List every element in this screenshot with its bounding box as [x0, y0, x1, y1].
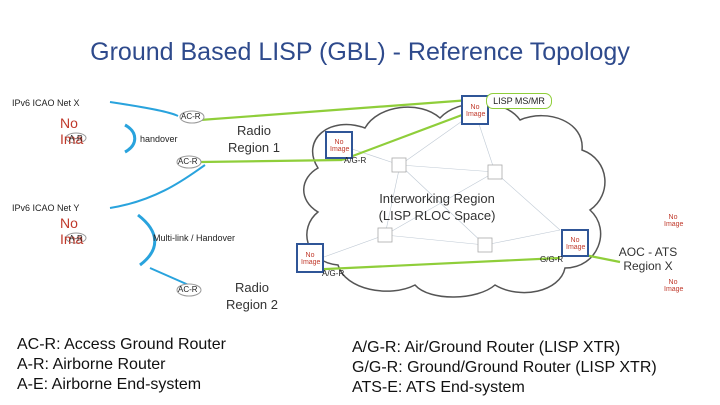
interior-nodes [377, 157, 503, 253]
placeholder-aoc-bottom: No Image [664, 279, 684, 293]
placeholder-agr-bottom: No Image [301, 252, 321, 266]
aoc-ats-region: AOC - ATS Region X [618, 245, 678, 273]
a-r-top-label: A-R [69, 134, 83, 143]
ipv6-net-y-label: IPv6 ICAO Net Y [12, 203, 80, 213]
ag-r-top-label: A/G-R [344, 156, 367, 165]
network-arrows [109, 101, 206, 291]
ipv6-net-x-label: IPv6 ICAO Net X [12, 98, 80, 108]
legend-right-item: G/G-R: Ground/Ground Router (LISP XTR) [352, 359, 657, 376]
gg-r-label: G/G-R [540, 255, 564, 264]
ac-r-top-label: AC-R [181, 112, 201, 121]
handover-arcs [124, 123, 157, 267]
ag-r-bottom-label: A/G-R [322, 269, 345, 278]
green-links [199, 98, 621, 272]
interworking-cloud [303, 102, 606, 298]
legend-left-item: A-E: Airborne End-system [17, 376, 202, 393]
legend-right-item: A/G-R: Air/Ground Router (LISP XTR) [352, 339, 621, 356]
ac-r-bottom-label: AC-R [178, 285, 198, 294]
placeholder-agr-top: No Image [330, 139, 350, 153]
handover-label: handover [140, 134, 178, 144]
interworking-region: Interworking Region (LISP RLOC Space) [378, 191, 496, 223]
multilink-handover-label: Multi-link / Handover [153, 233, 236, 243]
legend-left-item: A-R: Airborne Router [17, 356, 166, 373]
placeholder-no-bottom: No [60, 215, 78, 231]
router-icons [65, 110, 205, 297]
placeholder-msmr: No Image [466, 104, 486, 118]
placeholder-ggr: No Image [566, 237, 586, 251]
legend-right-item: ATS-E: ATS End-system [352, 379, 525, 396]
ac-r-mid-label: AC-R [178, 157, 198, 166]
blue-routers [296, 95, 589, 273]
radio-region-1: Radio Region 1 [227, 123, 281, 155]
lisp-ms-mr-node: LISP MS/MR [486, 93, 552, 109]
legend-right: A/G-R: Air/Ground Router (LISP XTR) G/G-… [352, 338, 657, 398]
placeholder-image-bottom: Ima [60, 231, 84, 247]
a-r-bottom-label: A-R [69, 234, 83, 243]
placeholder-aoc-top: No Image [664, 214, 684, 228]
placeholder-no-top: No [60, 115, 78, 131]
legend-left-item: AC-R: Access Ground Router [17, 336, 226, 353]
placeholder-image-top: Ima [60, 131, 84, 147]
page-title: Ground Based LISP (GBL) - Reference Topo… [90, 38, 630, 66]
legend-left: AC-R: Access Ground Router A-R: Airborne… [17, 335, 226, 395]
radio-region-2: Radio Region 2 [225, 280, 279, 312]
